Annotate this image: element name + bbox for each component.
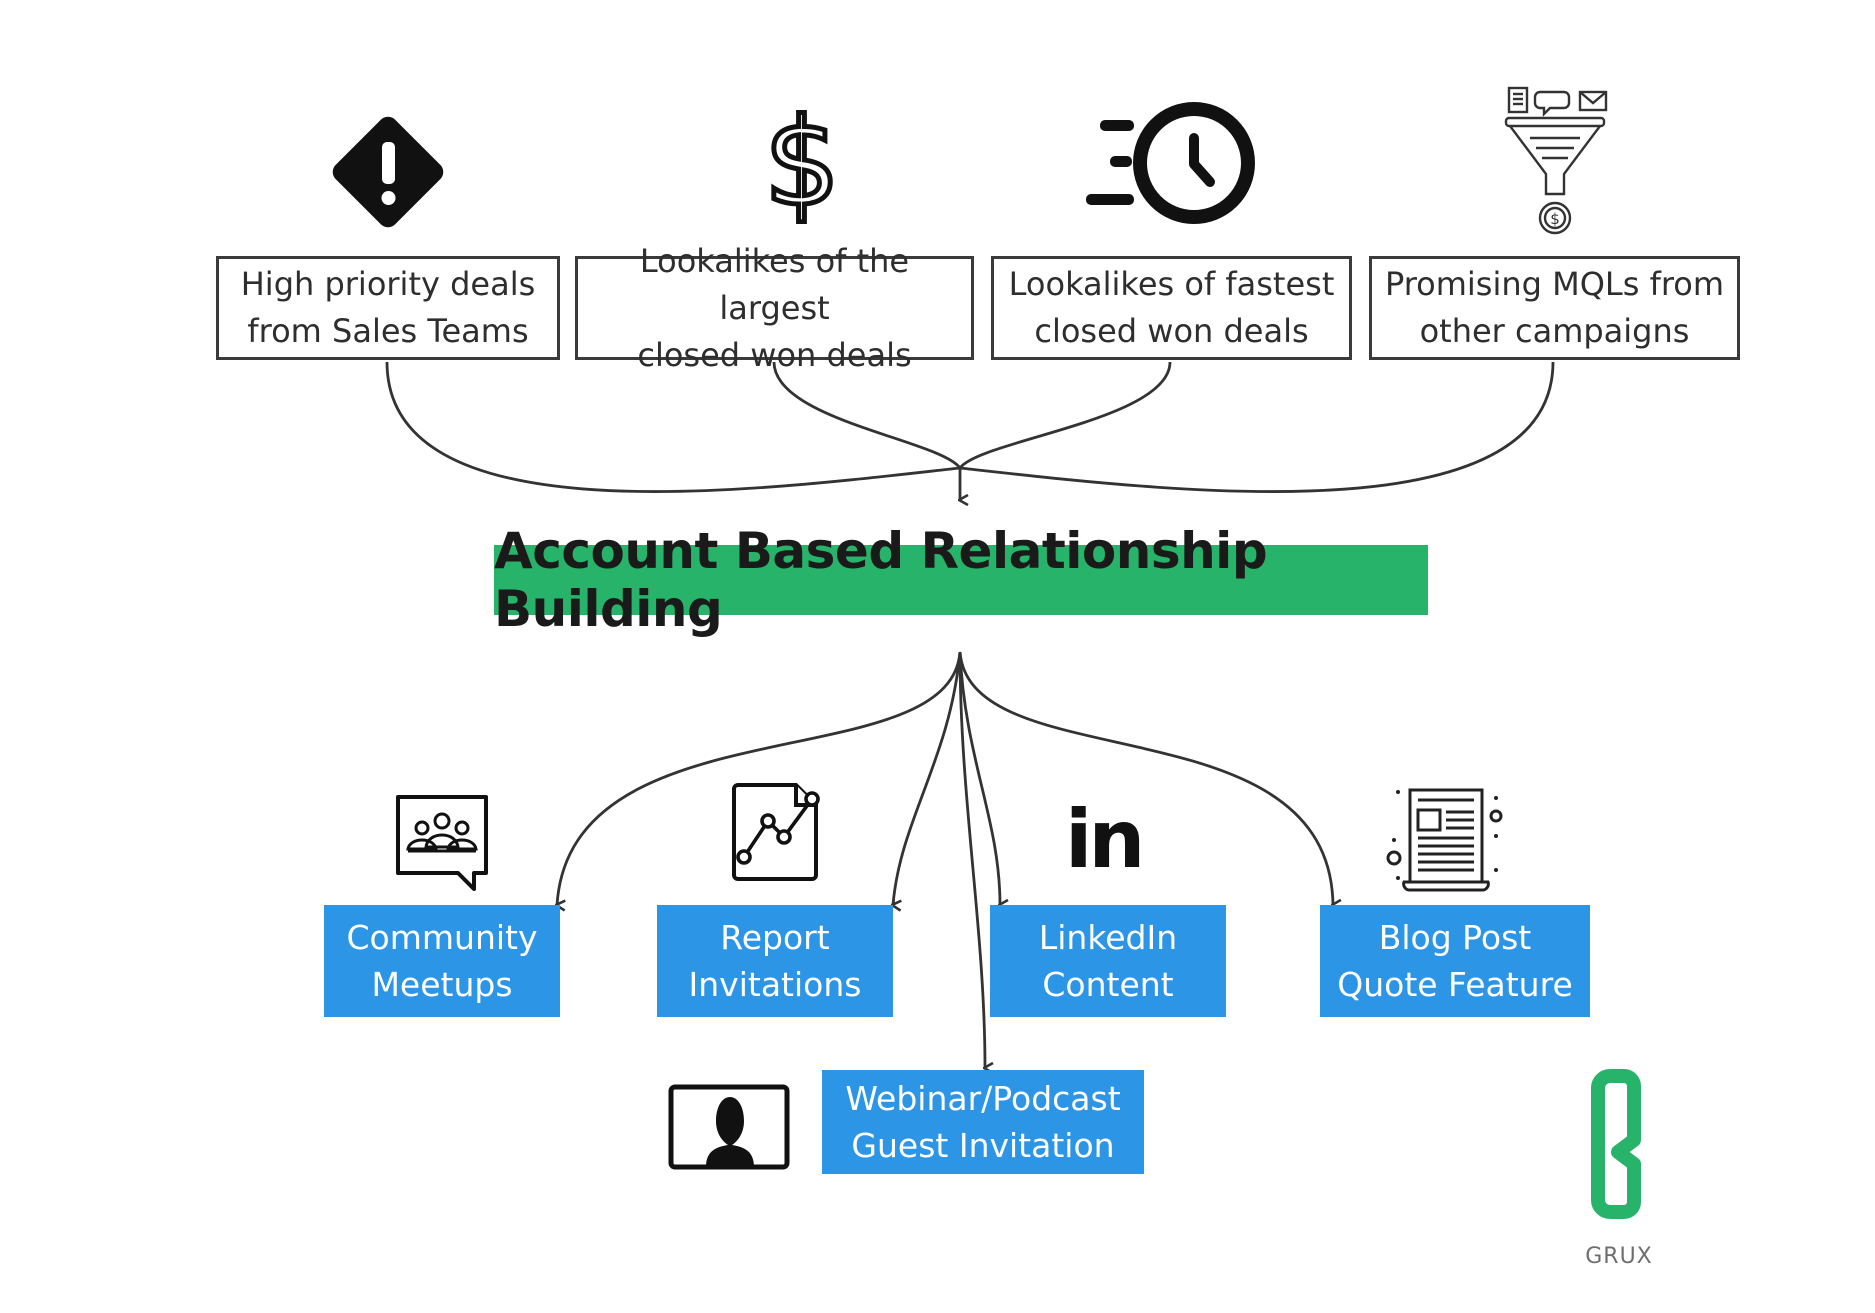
svg-text:$: $ [764,104,840,224]
output-box-blog-post: Blog Post Quote Feature [1320,905,1590,1017]
video-call-icon [668,1084,790,1170]
svg-text:in: in [1065,805,1141,873]
connector-output-1 [557,651,962,905]
newspaper-icon [1386,788,1503,892]
output-box-report-invitations: Report Invitations [657,905,893,1017]
warning-diamond-icon [332,116,444,228]
source-box-mqls: Promising MQLs from other campaigns [1369,256,1740,360]
svg-text:$: $ [1550,210,1560,228]
source-label: Promising MQLs from other campaigns [1384,265,1725,350]
source-label: Lookalikes of the largest closed won dea… [637,241,912,374]
linkedin-icon: in [1065,805,1141,873]
grux-logo-icon [1591,1069,1641,1219]
connector-output-4 [958,651,1333,905]
connector-source-3 [958,361,1172,469]
community-chat-icon [396,795,488,891]
fast-clock-icon [1086,102,1255,224]
output-label: Report Invitations [688,918,862,1004]
connector-source-2 [772,361,962,469]
connector-source-4 [959,361,1555,493]
source-label: High priority deals from Sales Teams [240,265,536,350]
output-box-webinar-podcast: Webinar/Podcast Guest Invitation [822,1070,1144,1174]
dollar-sign-icon: $ [761,104,842,224]
output-box-linkedin-content: LinkedIn Content [990,905,1226,1017]
center-title: Account Based Relationship Building [494,522,1428,638]
connector-output-2 [893,651,962,905]
report-chart-icon [732,783,820,881]
output-label: Webinar/Podcast Guest Invitation [845,1079,1121,1165]
marketing-funnel-icon: $ [1504,86,1608,235]
source-box-high-priority: High priority deals from Sales Teams [216,256,560,360]
source-box-fastest-deals: Lookalikes of fastest closed won deals [991,256,1352,360]
source-label: Lookalikes of fastest closed won deals [1008,265,1335,350]
source-box-largest-deals: Lookalikes of the largest closed won dea… [575,242,974,374]
output-label: Community Meetups [346,918,538,1004]
connector-source-1 [385,361,961,493]
output-box-community-meetups: Community Meetups [324,905,560,1017]
connector-output-5 [958,651,985,1068]
brand-name: GRUX [1585,1244,1653,1269]
output-label: Blog Post Quote Feature [1337,918,1573,1004]
output-label: LinkedIn Content [1038,918,1178,1004]
connector-output-3 [958,651,1000,905]
